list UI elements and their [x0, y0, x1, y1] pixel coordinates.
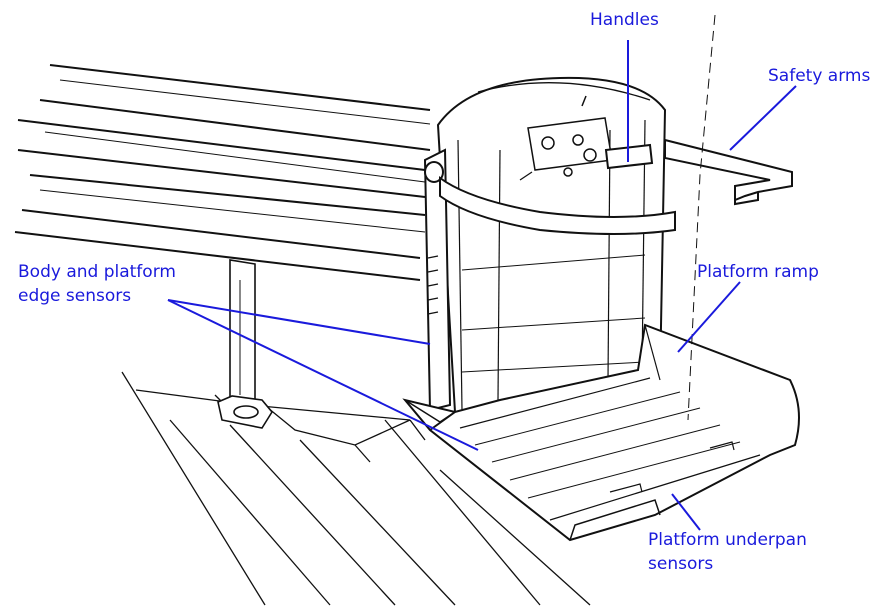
leader-platform-ramp: [677, 281, 741, 353]
leader-safety-arms: [729, 85, 797, 151]
leader-body-sensor: [167, 299, 431, 345]
label-platform-ramp: Platform ramp: [697, 262, 819, 282]
label-underpan-line-1: Platform underpan: [648, 530, 807, 550]
leader-edge-sensor: [167, 299, 479, 451]
label-underpan-line-2: sensors: [648, 554, 714, 574]
platform: [402, 323, 800, 542]
handle-bar: [439, 143, 676, 235]
staircase: [121, 371, 591, 606]
safety-arm: [664, 138, 793, 206]
label-safety-arms: Safety arms: [768, 66, 871, 86]
control-panel: [527, 95, 613, 177]
label-handles: Handles: [590, 10, 659, 30]
rail-support-post: [217, 259, 273, 429]
side-strut: [423, 148, 452, 412]
label-body-line-2: edge sensors: [18, 286, 132, 306]
label-body-line-1: Body and platform: [18, 262, 176, 282]
label-platform-underpan-sensors: Platform underpan sensors: [648, 528, 807, 576]
rail: [14, 64, 431, 281]
wall-dash-line: [687, 14, 716, 421]
leader-lines: [167, 40, 797, 531]
label-body-platform-edge-sensors: Body and platform edge sensors: [18, 260, 176, 308]
leader-underpan: [671, 493, 701, 531]
